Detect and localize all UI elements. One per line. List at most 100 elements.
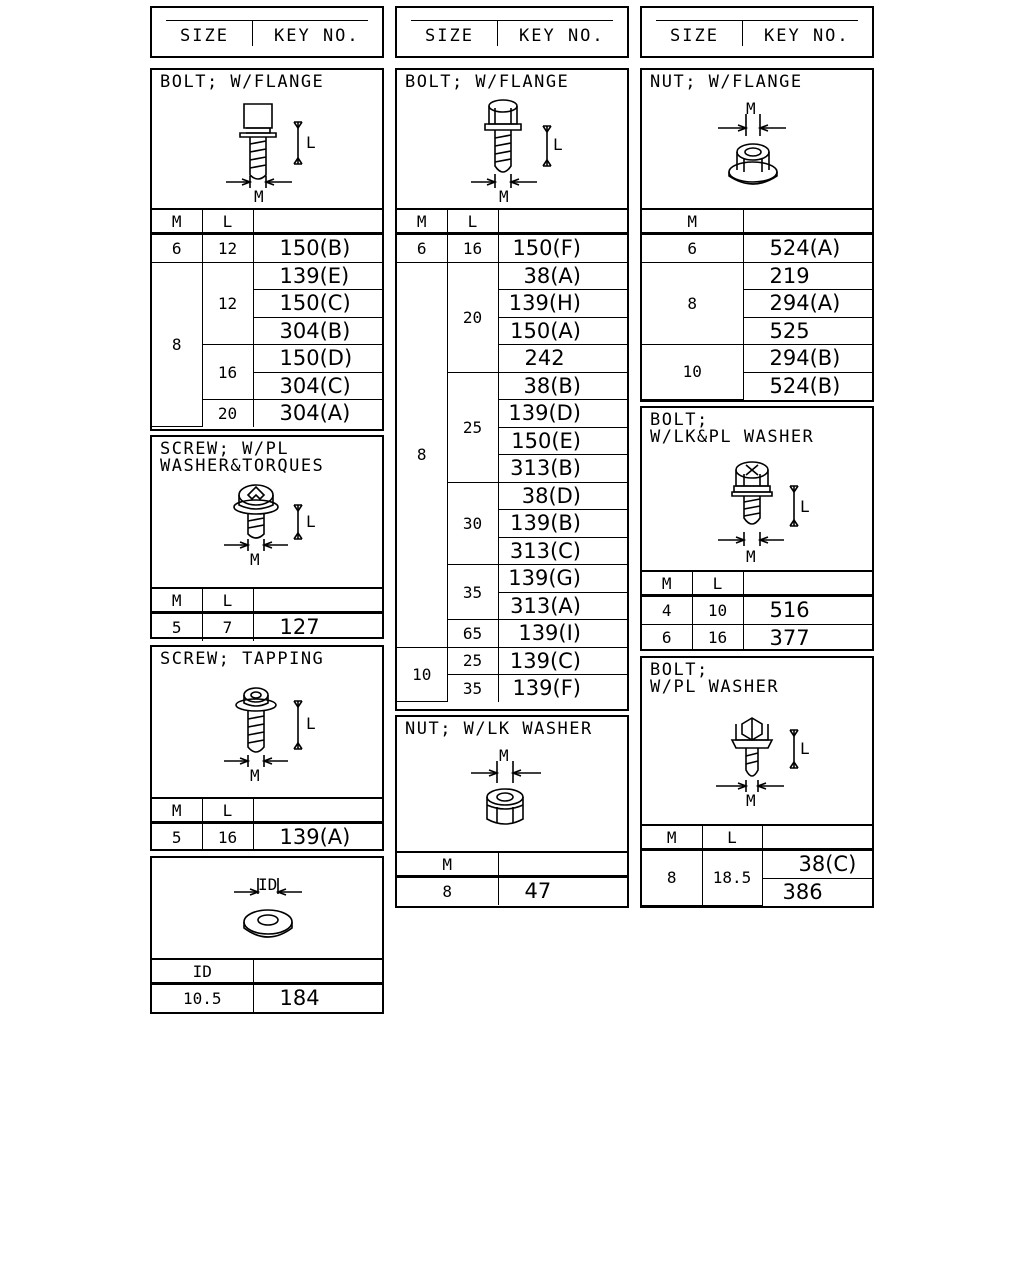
fig-m-label: M: [499, 187, 509, 206]
panel-title: BOLT; W/FLANGE: [405, 72, 570, 92]
key-no: 139(G): [497, 564, 627, 593]
key-no: 524(B): [743, 371, 872, 399]
key-no: 38(B): [497, 371, 627, 400]
key-no: 139(D): [498, 399, 627, 428]
key-no: 38(C): [761, 849, 872, 879]
size-m: 8: [397, 261, 448, 648]
col-m-header: M: [397, 208, 448, 235]
size-m: 10: [642, 344, 744, 400]
key-no: 150(F): [497, 233, 627, 263]
size-l: 35: [447, 564, 499, 620]
key-no: 524(A): [742, 233, 872, 263]
size-l: 30: [447, 481, 499, 565]
size-l: 25: [447, 371, 499, 483]
key-no: 150(B): [252, 233, 382, 263]
bolt-flange-icon: L M: [471, 99, 563, 206]
size-l: 16: [202, 344, 254, 400]
key-no: 294(B): [742, 344, 872, 373]
col-m-header: M: [642, 208, 744, 235]
panel-title: SCREW; TAPPING: [160, 649, 325, 669]
size-m: 4: [642, 595, 693, 625]
torx-screw-icon: L M: [224, 484, 316, 569]
key-no: 150(A): [498, 316, 627, 345]
key-no: 377: [742, 623, 872, 651]
size-id: 10.5: [152, 983, 254, 1012]
size-header: SIZE: [180, 26, 229, 46]
size-l: 12: [201, 261, 254, 345]
size-m: 5: [152, 612, 203, 641]
bolt-pl-washer-icon: L M: [716, 717, 810, 810]
col-id-header: ID: [152, 958, 254, 985]
bolt-flange-icon: L M: [226, 103, 316, 206]
key-no: 139(A): [252, 822, 382, 851]
fig-l-label: L: [306, 512, 316, 531]
size-l: 16: [201, 822, 254, 851]
fig-l-label: L: [306, 714, 316, 733]
fig-m-label: M: [499, 746, 509, 765]
key-no: 386: [762, 877, 872, 905]
size-m: 10: [397, 646, 448, 702]
key-no: 313(B): [498, 454, 627, 483]
key-no: 525: [743, 316, 872, 345]
key-no: 304(C): [253, 371, 382, 400]
key-no: 313(C): [498, 536, 627, 565]
panel-title: SCREW; W/PL WASHER&TORQUES: [160, 439, 325, 476]
col-m-header: M: [397, 851, 499, 878]
size-m: 6: [152, 233, 203, 263]
size-l: 12: [201, 233, 254, 263]
tapping-screw-icon: L M: [224, 687, 316, 785]
fig-l-label: L: [800, 497, 810, 516]
nut-lk-washer-icon: M: [471, 746, 541, 825]
size-m: 5: [152, 822, 203, 851]
size-m: 6: [642, 233, 744, 263]
size-l: 25: [446, 646, 499, 675]
panel-title: NUT; W/FLANGE: [650, 72, 803, 92]
col-m-header: M: [152, 587, 203, 614]
size-l: 20: [202, 399, 254, 427]
fig-m-label: M: [746, 547, 756, 566]
fig-m-label: M: [250, 550, 260, 569]
key-no: 38(D): [497, 481, 627, 510]
size-l: 18.5: [701, 849, 763, 906]
size-l: 35: [447, 674, 499, 702]
fig-l-label: L: [800, 739, 810, 758]
size-m: 8: [642, 849, 703, 906]
size-l: 65: [447, 619, 499, 648]
nut-flange-icon: M: [718, 100, 786, 185]
col-m-header: M: [642, 824, 703, 851]
key-no: 38(A): [497, 261, 627, 290]
key-no: 139(E): [252, 261, 382, 290]
fig-m-label: M: [746, 791, 756, 810]
key-no: 139(I): [497, 619, 627, 648]
key-no: 47: [497, 876, 627, 905]
col-m-header: M: [642, 570, 693, 597]
col-l-header: L: [201, 797, 254, 824]
fig-l-label: L: [553, 135, 563, 154]
header-middle: SIZE KEY NO.: [395, 6, 629, 58]
size-l: 10: [691, 595, 744, 625]
col-l-header: L: [201, 208, 254, 235]
size-header: SIZE: [425, 26, 474, 46]
key-no-header: KEY NO.: [519, 26, 605, 46]
col-m-header: M: [152, 208, 203, 235]
key-no: 294(A): [743, 289, 872, 318]
size-m: 6: [397, 233, 448, 263]
size-l: 7: [201, 612, 254, 641]
key-no: 219: [742, 261, 872, 290]
key-no: 516: [742, 595, 872, 625]
col-m-header: M: [152, 797, 203, 824]
